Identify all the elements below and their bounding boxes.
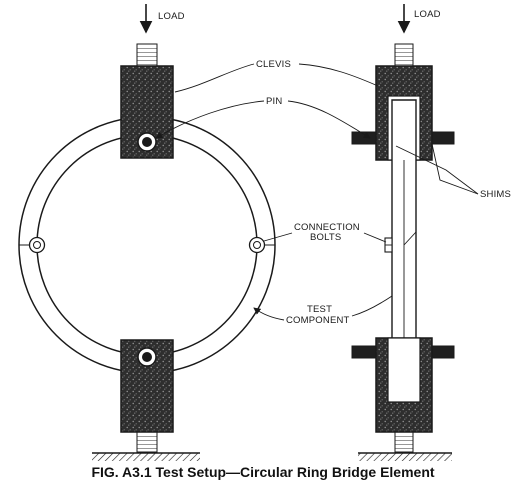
connection-bolts-leader-left bbox=[263, 232, 293, 242]
connection-bolt-right bbox=[248, 236, 266, 254]
side-view: LOAD bbox=[351, 4, 455, 461]
figure-caption: FIG. A3.1 Test Setup—Circular Ring Bridg… bbox=[91, 464, 434, 480]
ground-right bbox=[358, 452, 452, 461]
test-component-leader-left bbox=[253, 307, 285, 321]
clevis-leader-left bbox=[174, 63, 255, 93]
clevis-leader-right bbox=[298, 63, 379, 87]
pin-leader-right bbox=[287, 100, 371, 139]
connection-bolt-side bbox=[384, 231, 417, 253]
top-threaded-rod-left bbox=[136, 43, 158, 67]
shims-leader-2 bbox=[431, 143, 479, 195]
load-label-right: LOAD bbox=[414, 9, 441, 20]
clevis-label: CLEVIS bbox=[256, 59, 291, 70]
bottom-threaded-rod-right bbox=[394, 431, 414, 453]
connection-bolts-label-1: CONNECTION bbox=[294, 222, 360, 233]
bottom-clevis-right bbox=[375, 337, 433, 433]
bottom-threaded-rod-left bbox=[136, 431, 158, 453]
connection-bolt-left bbox=[28, 236, 46, 254]
load-label-left: LOAD bbox=[158, 11, 185, 22]
test-component-leader-right bbox=[351, 295, 393, 317]
callouts: CLEVIS PIN SHIMS CONNECTION BOLTS TEST C… bbox=[155, 59, 511, 326]
ground-left bbox=[92, 452, 200, 461]
top-threaded-rod-right bbox=[394, 43, 414, 67]
front-view: LOAD bbox=[18, 4, 276, 461]
test-component-label-2: COMPONENT bbox=[286, 315, 350, 326]
top-pin bbox=[137, 132, 157, 152]
shim-bottom-right bbox=[431, 345, 455, 359]
test-component-label-1: TEST bbox=[307, 304, 332, 315]
shim-top-right bbox=[431, 131, 455, 145]
shims-leader-1 bbox=[395, 145, 479, 195]
shims-label: SHIMS bbox=[480, 189, 511, 200]
shim-bottom-left bbox=[351, 345, 377, 359]
pin-leader-left bbox=[155, 100, 265, 139]
connection-bolts-leader-right bbox=[363, 232, 387, 243]
connection-bolts-label-2: BOLTS bbox=[310, 232, 341, 243]
pin-label: PIN bbox=[266, 96, 282, 107]
bottom-pin bbox=[137, 347, 157, 367]
